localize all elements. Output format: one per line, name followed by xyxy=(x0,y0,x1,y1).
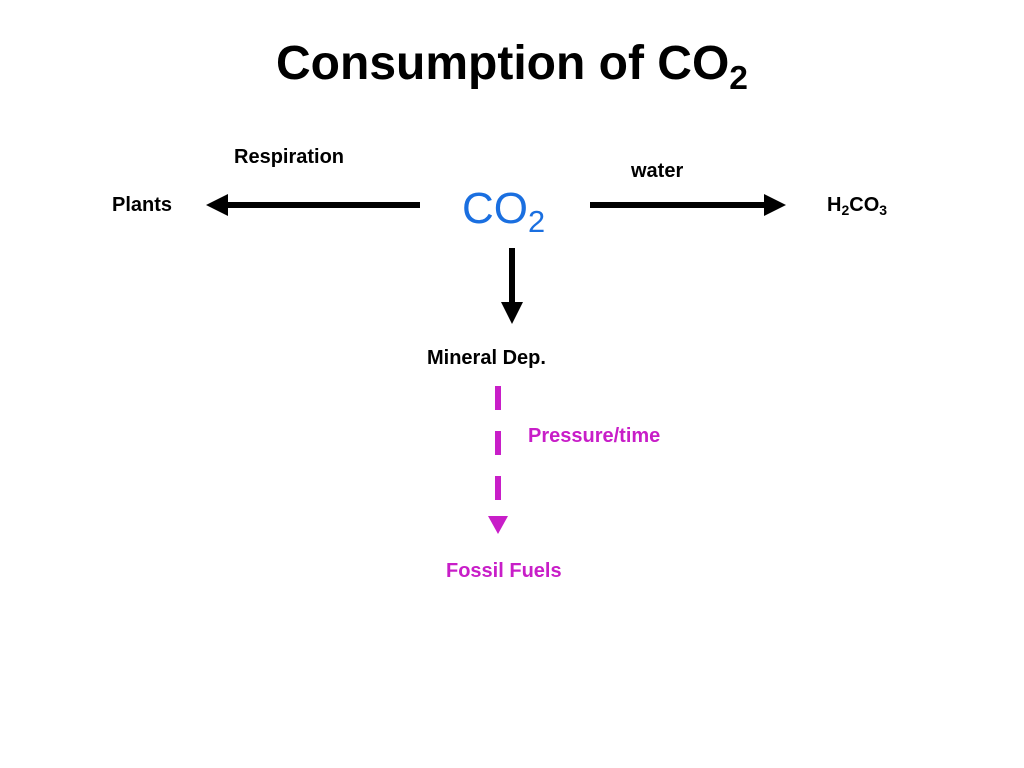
respiration-label: Respiration xyxy=(234,146,345,168)
mineral-deposits-node: Mineral Dep. xyxy=(427,347,546,369)
fossil-fuels-node: Fossil Fuels xyxy=(446,560,562,582)
dashed-arrow-to-fossil-fuels xyxy=(488,386,508,534)
plants-node: Plants xyxy=(112,194,173,216)
water-label: water xyxy=(631,160,684,182)
arrow-to-mineral-deposits xyxy=(501,248,523,324)
page-title: Consumption of CO2 xyxy=(276,37,748,98)
pressure-time-label: Pressure/time xyxy=(528,425,661,447)
co2-center-node: CO2 xyxy=(462,184,546,240)
carbonic-acid-node: H2CO3 xyxy=(827,194,888,219)
arrow-to-carbonic-acid xyxy=(590,194,786,216)
arrow-to-plants xyxy=(206,194,420,216)
